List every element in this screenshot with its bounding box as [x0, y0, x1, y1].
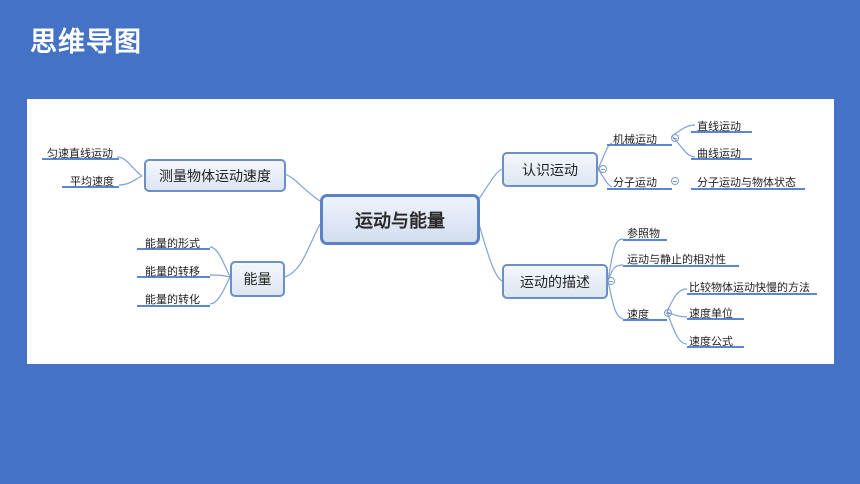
branch-measure-speed[interactable]: 测量物体运动速度: [144, 159, 286, 192]
leaf-uniform-linear-motion[interactable]: 匀速直线运动: [47, 147, 113, 160]
leaf-energy-forms[interactable]: 能量的形式: [145, 237, 200, 250]
slide-title: 思维导图: [30, 27, 142, 58]
collapse-icon[interactable]: [664, 309, 672, 317]
collapse-icon[interactable]: [671, 134, 679, 142]
center-node[interactable]: 运动与能量: [320, 194, 480, 245]
sub-reference-object[interactable]: 参照物: [627, 227, 660, 240]
leaf-curvilinear-motion[interactable]: 曲线运动: [697, 147, 741, 160]
leaf-molecular-motion-state[interactable]: 分子运动与物体状态: [697, 176, 796, 189]
leaf-energy-transfer[interactable]: 能量的转移: [145, 265, 200, 278]
collapse-icon[interactable]: [599, 165, 607, 173]
sub-molecular-motion[interactable]: 分子运动: [613, 176, 657, 189]
sub-speed[interactable]: 速度: [627, 308, 649, 321]
leaf-energy-conversion[interactable]: 能量的转化: [145, 293, 200, 306]
sub-mechanical-motion[interactable]: 机械运动: [613, 133, 657, 146]
leaf-speed-formula[interactable]: 速度公式: [689, 335, 733, 348]
leaf-average-speed[interactable]: 平均速度: [70, 175, 114, 188]
leaf-compare-speed-method[interactable]: 比较物体运动快慢的方法: [689, 281, 810, 294]
leaf-linear-motion[interactable]: 直线运动: [697, 120, 741, 133]
leaf-speed-unit[interactable]: 速度单位: [689, 307, 733, 320]
branch-describe-motion[interactable]: 运动的描述: [502, 264, 608, 299]
mindmap-panel: 运动与能量 测量物体运动速度 能量 匀速直线运动 平均速度 能量的形式 能量的转…: [27, 99, 834, 364]
collapse-icon[interactable]: [607, 277, 615, 285]
collapse-icon[interactable]: [671, 177, 679, 185]
branch-energy[interactable]: 能量: [230, 261, 285, 297]
branch-understand-motion[interactable]: 认识运动: [502, 152, 598, 187]
sub-relativity-motion-rest[interactable]: 运动与静止的相对性: [627, 253, 726, 266]
